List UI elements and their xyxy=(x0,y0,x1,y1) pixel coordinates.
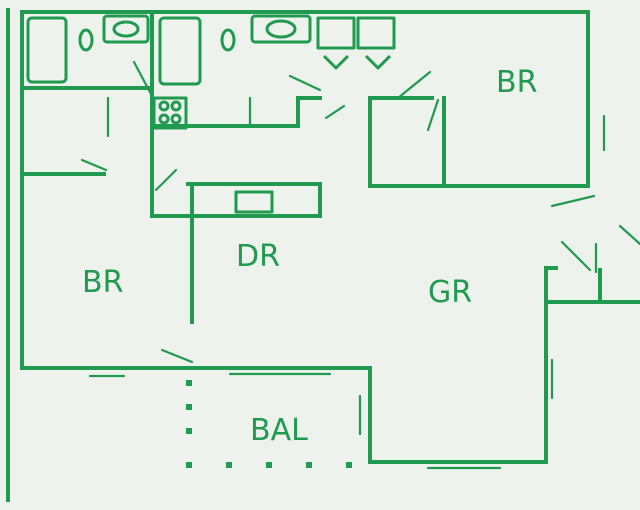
sink-icon xyxy=(102,14,150,44)
sink-icon xyxy=(250,14,312,44)
balcony-railing xyxy=(186,380,352,468)
window-marks xyxy=(88,372,502,470)
bathtub-icon xyxy=(26,16,68,84)
toilet-icon xyxy=(78,28,94,52)
room-label-gr: GR xyxy=(428,275,472,310)
room-label-dr: DR xyxy=(236,239,280,274)
stove-icon xyxy=(152,96,188,130)
appliances xyxy=(152,16,396,214)
doors xyxy=(80,60,640,436)
toilet-icon xyxy=(220,28,236,52)
room-label-br-top: BR xyxy=(496,65,537,100)
kitchen-sink-icon xyxy=(234,190,274,214)
bathroom-fixtures xyxy=(26,14,312,86)
interior-walls xyxy=(20,10,602,324)
dryer-icon xyxy=(356,16,396,50)
washer-icon xyxy=(316,16,356,50)
room-label-br-left: BR xyxy=(82,265,123,300)
room-label-bal: BAL xyxy=(250,413,308,448)
bathtub-icon xyxy=(158,16,202,86)
exterior-walls xyxy=(6,8,640,502)
